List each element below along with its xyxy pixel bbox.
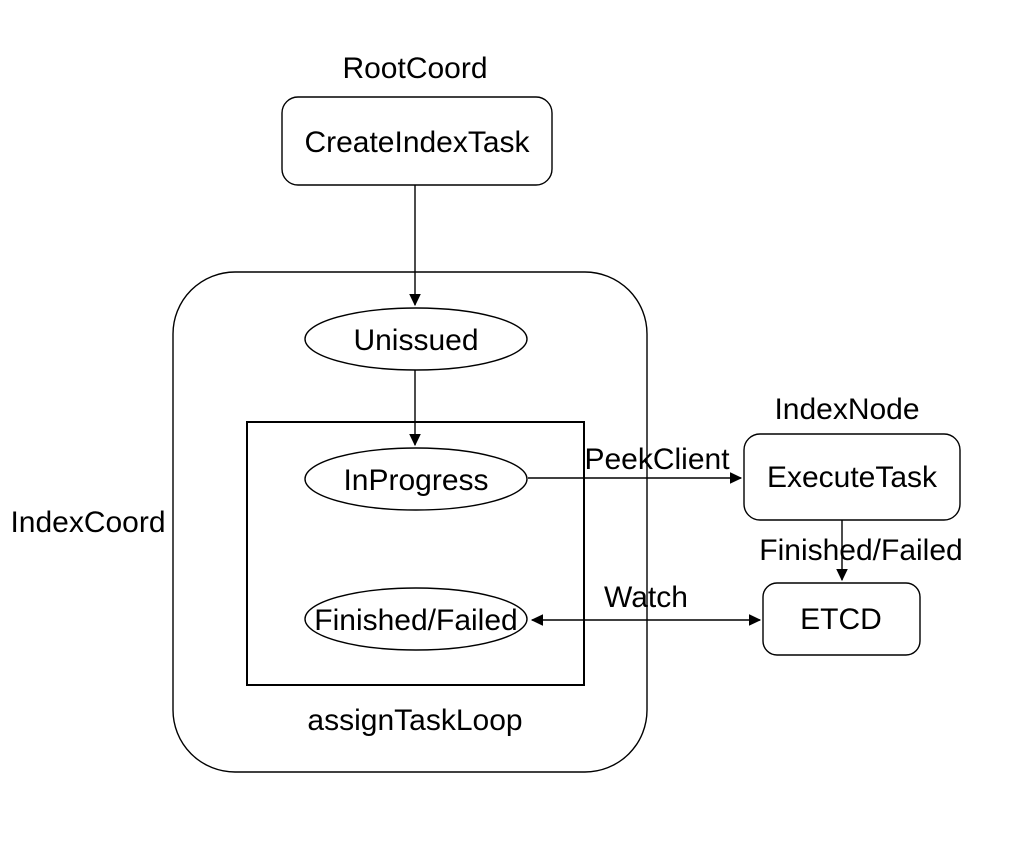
node-in-progress <box>304 447 528 511</box>
region-label-index-node: IndexNode <box>774 393 919 426</box>
region-label-root-coord: RootCoord <box>342 52 487 85</box>
edges <box>409 185 848 626</box>
node-label-execute-task: ExecuteTask <box>767 461 938 494</box>
node-label-finished-failed: Finished/Failed <box>314 604 517 637</box>
node-label-etcd: ETCD <box>800 603 882 636</box>
region-label-assign-task-loop: assignTaskLoop <box>307 704 522 737</box>
edge-label-watch: Watch <box>604 581 688 614</box>
edge-label-peek-client: PeekClient <box>584 443 730 476</box>
node-finished-failed <box>304 587 528 651</box>
edge-label-finished-failed: Finished/Failed <box>759 534 962 567</box>
node-unissued <box>304 307 528 371</box>
node-label-in-progress: InProgress <box>343 464 488 497</box>
node-label-unissued: Unissued <box>353 324 478 357</box>
region-label-index-coord: IndexCoord <box>10 506 165 539</box>
node-label-create-index-task: CreateIndexTask <box>304 126 530 159</box>
node-create-index-task <box>281 96 553 186</box>
node-execute-task <box>743 433 961 521</box>
node-etcd <box>762 582 921 656</box>
